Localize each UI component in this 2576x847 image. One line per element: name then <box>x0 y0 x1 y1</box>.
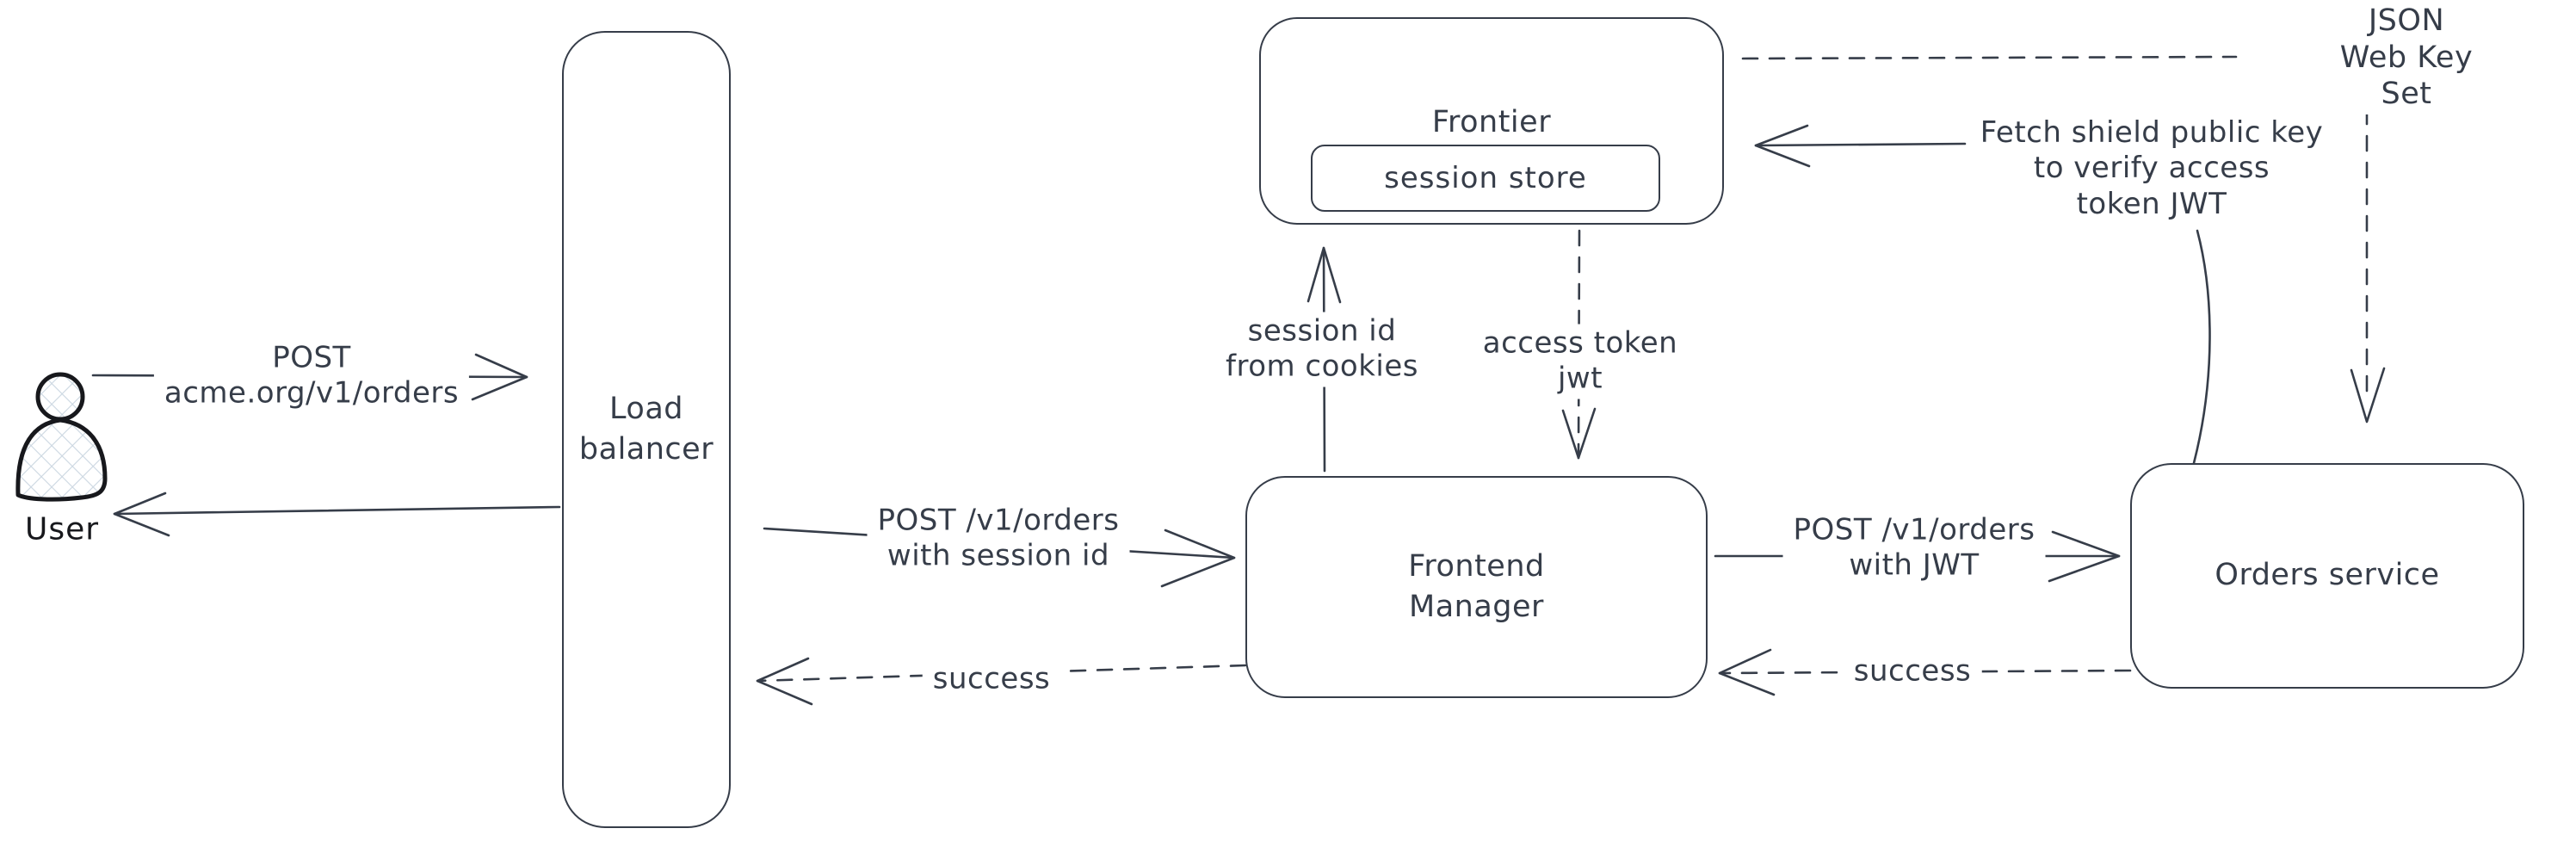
edge-label-json-web-key-set: JSON Web Key Set <box>2321 0 2492 115</box>
edge-load-balancer-to-user <box>113 492 561 537</box>
edge-label-access-token-jwt: access token jwt <box>1472 324 1689 399</box>
arrow-head <box>2048 530 2121 583</box>
arrow-head <box>1561 407 1597 460</box>
frontier-label: Frontier <box>1431 105 1552 139</box>
edge-label-success-left: success <box>922 659 1061 699</box>
node-frontend-manager[interactable]: Frontend Manager <box>1245 476 1708 698</box>
edge-label-success-right: success <box>1843 652 1982 691</box>
arrow-head <box>1307 246 1342 304</box>
user-label: User <box>24 511 100 547</box>
arrow-tail-curve <box>2192 229 2211 465</box>
arrow-head <box>756 657 813 706</box>
edge-label-post-acme-orders: POST acme.org/v1/orders <box>153 338 470 414</box>
edge-label-post-with-jwt: POST /v1/orders with JWT <box>1782 510 2046 586</box>
arrow-head <box>1718 648 1776 696</box>
session-store-label: session store <box>1384 161 1587 195</box>
edge-frontier-to-jwks <box>1741 55 2238 60</box>
arrow-shaft <box>1754 142 1967 147</box>
arrow-shaft <box>1741 55 2238 60</box>
arrow-head <box>2350 367 2386 424</box>
user-icon-head <box>35 372 85 422</box>
edge-label-session-id-from-cookies: session id from cookies <box>1215 312 1429 387</box>
user-icon-body <box>15 417 108 502</box>
node-orders-service[interactable]: Orders service <box>2130 463 2524 689</box>
node-load-balancer[interactable]: Load balancer <box>562 31 731 828</box>
arrow-head <box>113 492 170 537</box>
user-icon <box>15 372 108 502</box>
arrow-head <box>1160 529 1236 588</box>
arrow-head <box>471 353 528 401</box>
arrow-head <box>1754 124 1811 168</box>
node-frontier[interactable]: Frontier session store <box>1259 17 1724 225</box>
edge-jwks-to-orders-service <box>2350 81 2386 424</box>
load-balancer-label: Load balancer <box>578 391 714 467</box>
orders-service-label: Orders service <box>2215 558 2440 593</box>
node-session-store[interactable]: session store <box>1311 145 1660 212</box>
edge-label-post-with-session-id: POST /v1/orders with session id <box>867 501 1130 577</box>
frontend-manager-label: Frontend Manager <box>1408 548 1545 624</box>
edge-label-fetch-shield-public-key: Fetch shield public key to verify access… <box>1969 113 2334 225</box>
arrow-shaft <box>113 505 561 516</box>
